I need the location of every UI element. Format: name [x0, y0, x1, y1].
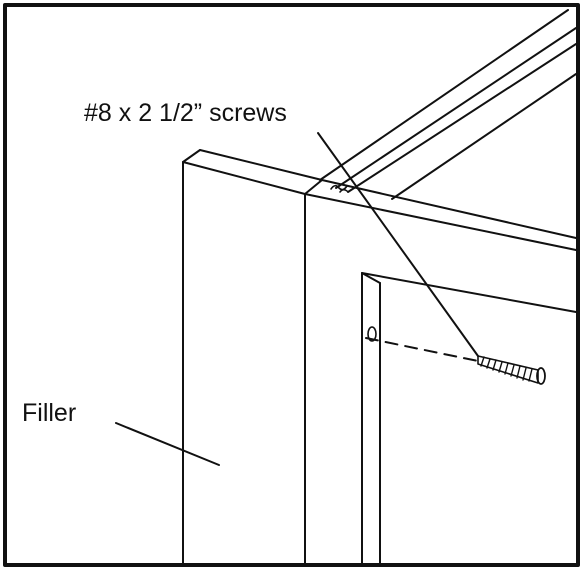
screws-leader — [317, 132, 479, 357]
screws-label: #8 x 2 1/2” screws — [84, 99, 287, 127]
face-frame — [304, 193, 577, 566]
screw-top-mark — [330, 184, 348, 193]
top-rail — [319, 9, 577, 200]
filler-strip — [182, 149, 323, 566]
filler-leader — [115, 422, 220, 466]
screw — [477, 355, 546, 385]
pilot-hole — [367, 326, 377, 342]
screw-path — [365, 337, 479, 362]
frame-border — [3, 3, 580, 567]
filler-label: Filler — [22, 399, 77, 427]
cabinet-top — [304, 179, 577, 251]
